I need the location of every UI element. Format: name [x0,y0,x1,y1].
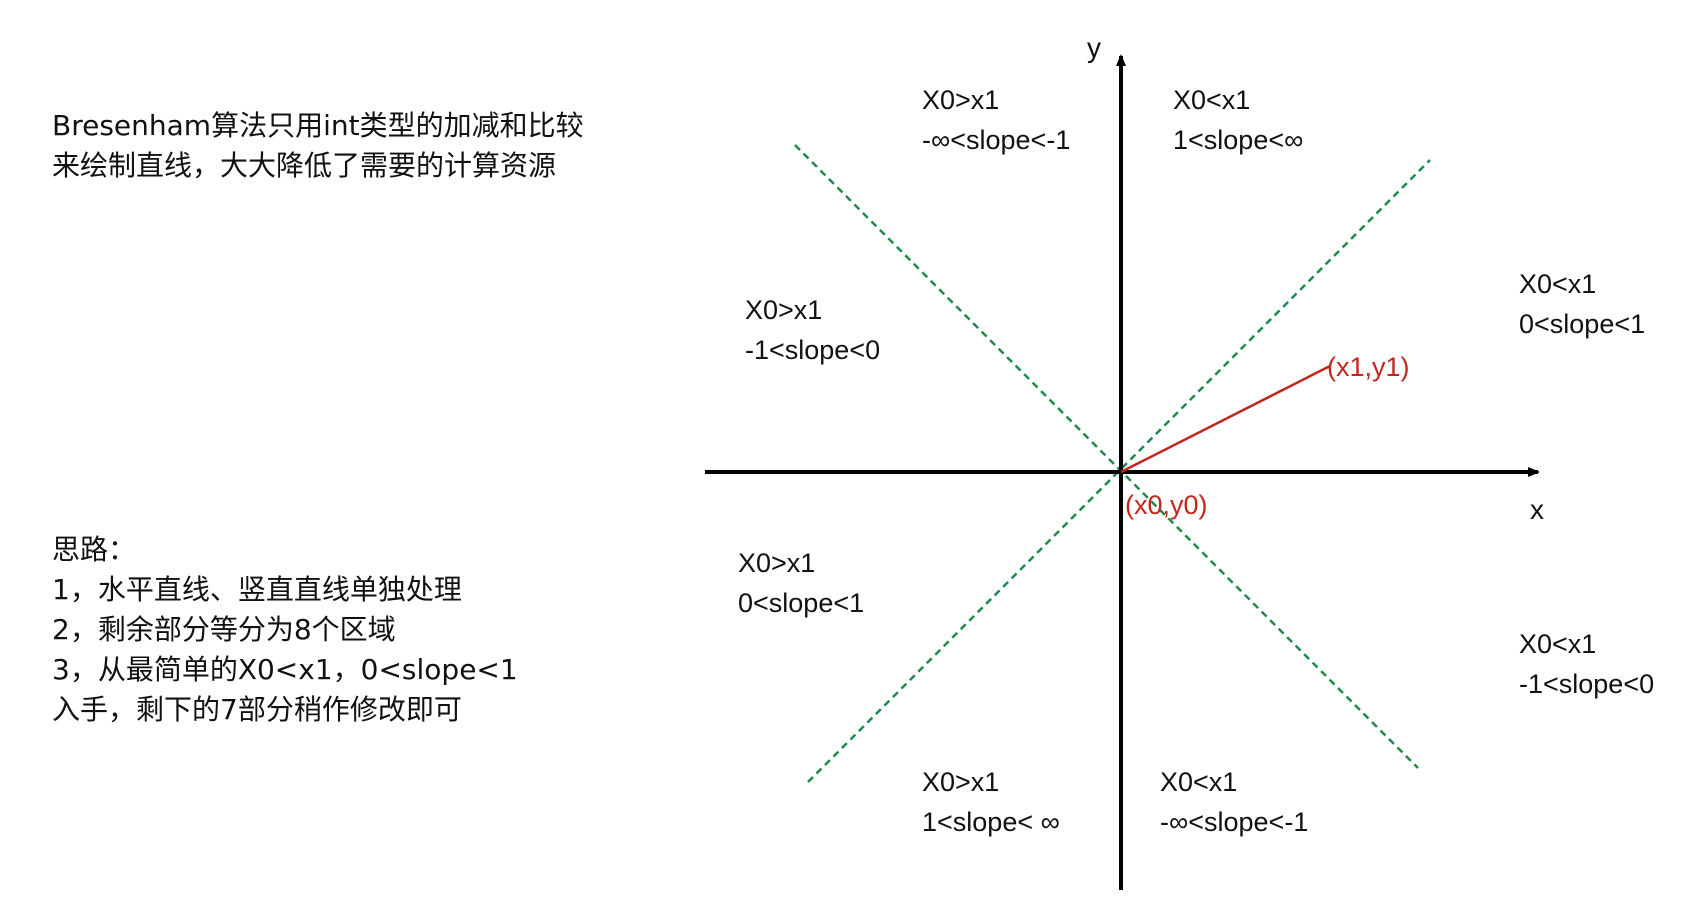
intro-text: Bresenham算法只用int类型的加减和比较 来绘制直线，大大降低了需要的计… [52,106,584,186]
region-upper-right-steep: X0<x1 1<slope<∞ [1173,80,1303,160]
intro-line-2: 来绘制直线，大大降低了需要的计算资源 [52,149,557,182]
y-axis-label: y [1087,32,1101,63]
region-slope-range: -1<slope<0 [745,335,881,365]
start-point-label: (x0,y0) [1125,490,1208,520]
region-left-upper-shallow: X0>x1 -1<slope<0 [745,290,880,370]
region-slope-range: 0<slope<1 [1519,309,1646,339]
region-condition: X0<x1 [1160,767,1238,797]
approach-step-3: 3，从最简单的X0<x1，0<slope<1 [52,653,518,686]
approach-text: 思路： 1，水平直线、竖直直线单独处理 2，剩余部分等分为8个区域 3，从最简单… [52,530,518,730]
region-right-lower-shallow: X0<x1 -1<slope<0 [1519,624,1654,704]
region-condition: X0<x1 [1519,629,1597,659]
region-upper-left-steep: X0>x1 -∞<slope<-1 [922,80,1070,160]
intro-line-1: Bresenham算法只用int类型的加减和比较 [52,109,584,142]
sample-segment [1120,364,1331,474]
region-condition: X0>x1 [922,767,1000,797]
region-condition: X0<x1 [1173,85,1251,115]
diagonal-line-positive [807,159,1431,783]
diagonal-line-negative [794,144,1419,769]
end-point-label: (x1,y1) [1327,352,1410,382]
region-right-upper-shallow: X0<x1 0<slope<1 [1519,264,1645,344]
region-condition: X0>x1 [745,295,823,325]
region-lower-left-steep: X0>x1 1<slope< ∞ [922,762,1060,842]
region-slope-range: 1<slope<∞ [1173,125,1304,155]
region-slope-range: -1<slope<0 [1519,669,1655,699]
region-condition: X0<x1 [1519,269,1597,299]
region-slope-range: 1<slope< ∞ [922,807,1060,837]
approach-step-3-cont: 入手，剩下的7部分稍作修改即可 [52,693,462,726]
region-slope-range: 0<slope<1 [738,588,865,618]
x-axis-label: x [1530,494,1544,525]
region-left-lower-shallow: X0>x1 0<slope<1 [738,543,864,623]
region-slope-range: -∞<slope<-1 [922,125,1071,155]
approach-step-1: 1，水平直线、竖直直线单独处理 [52,573,462,606]
region-lower-right-steep: X0<x1 -∞<slope<-1 [1160,762,1308,842]
approach-step-2: 2，剩余部分等分为8个区域 [52,613,396,646]
region-condition: X0>x1 [922,85,1000,115]
approach-heading: 思路： [52,533,137,566]
region-slope-range: -∞<slope<-1 [1160,807,1309,837]
region-condition: X0>x1 [738,548,816,578]
